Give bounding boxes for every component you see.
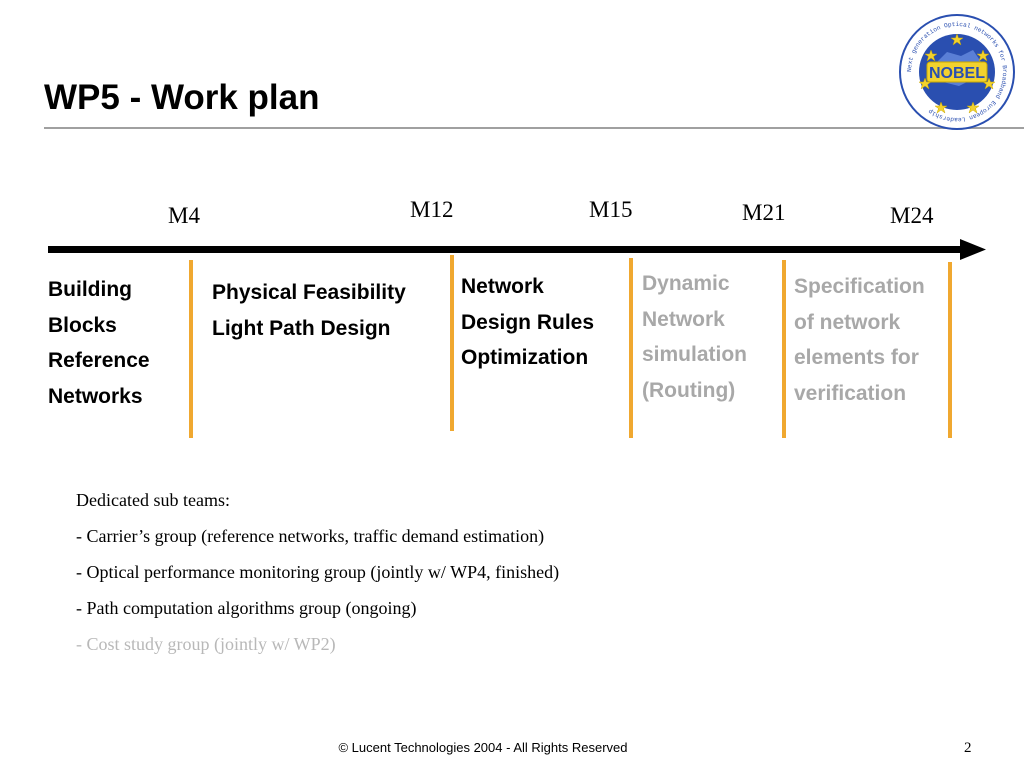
arrow-head-icon [960,239,986,260]
work-item-line: Dynamic [642,272,730,295]
work-item-line: Network [642,307,725,331]
work-item-dynamic-simulation: Dynamic Network simulation (Routing) [642,266,747,408]
work-item-line: Network [461,275,544,298]
timeline-arrow [48,239,986,260]
work-item-line: Blocks [48,313,117,337]
sub-teams-section: Dedicated sub teams: - Carrier’s group (… [76,482,559,662]
milestone-tick-m4 [189,260,193,438]
work-item-line: (Routing) [642,378,736,402]
footer-copyright: © Lucent Technologies 2004 - All Rights … [338,740,628,755]
logo-center-text: NOBEL [929,65,985,82]
work-item-line: Design Rules [461,310,595,334]
work-item-line: simulation [642,343,748,366]
work-item-line: Light Path Design [212,316,391,340]
milestone-tick-m24 [948,262,952,438]
nobel-logo: NOBEL Next generation Optical networks f… [899,14,1015,130]
milestone-label-m21: M21 [742,200,786,225]
work-item-line: verification [794,381,907,405]
page-number: 2 [964,740,972,756]
sub-team-item: - Path computation algorithms group (ong… [76,598,417,618]
work-item-building-blocks: Building Blocks Reference Networks [48,272,150,414]
milestone-label-m4: M4 [168,203,200,228]
milestone-label-m24: M24 [890,203,934,228]
work-item-physical-feasibility: Physical Feasibility Light Path Design [212,275,406,346]
work-item-line: Optimization [461,346,589,369]
work-item-line: Networks [48,384,143,408]
work-item-line: of network [794,310,901,334]
milestone-label-m15: M15 [589,197,633,222]
slide-title: WP5 - Work plan [44,78,320,117]
sub-teams-heading: Dedicated sub teams: [76,490,230,510]
work-item-network-design: Network Design Rules Optimization [461,269,594,376]
title-divider [44,127,1024,129]
sub-team-item: - Cost study group (jointly w/ WP2) [76,634,336,654]
milestone-tick-m21 [782,260,786,438]
work-item-line: elements for [794,346,919,369]
work-item-line: Physical Feasibility [212,281,406,304]
work-item-line: Reference [48,349,150,372]
work-item-line: Building [48,278,132,301]
work-item-line: Specification [794,275,925,298]
sub-team-item: - Carrier’s group (reference networks, t… [76,526,545,546]
milestone-tick-m12 [450,255,454,431]
work-item-specification: Specification of network elements for ve… [794,269,925,411]
milestone-label-m12: M12 [410,197,454,222]
milestone-tick-m15 [629,258,633,438]
sub-team-item: - Optical performance monitoring group (… [76,562,560,582]
